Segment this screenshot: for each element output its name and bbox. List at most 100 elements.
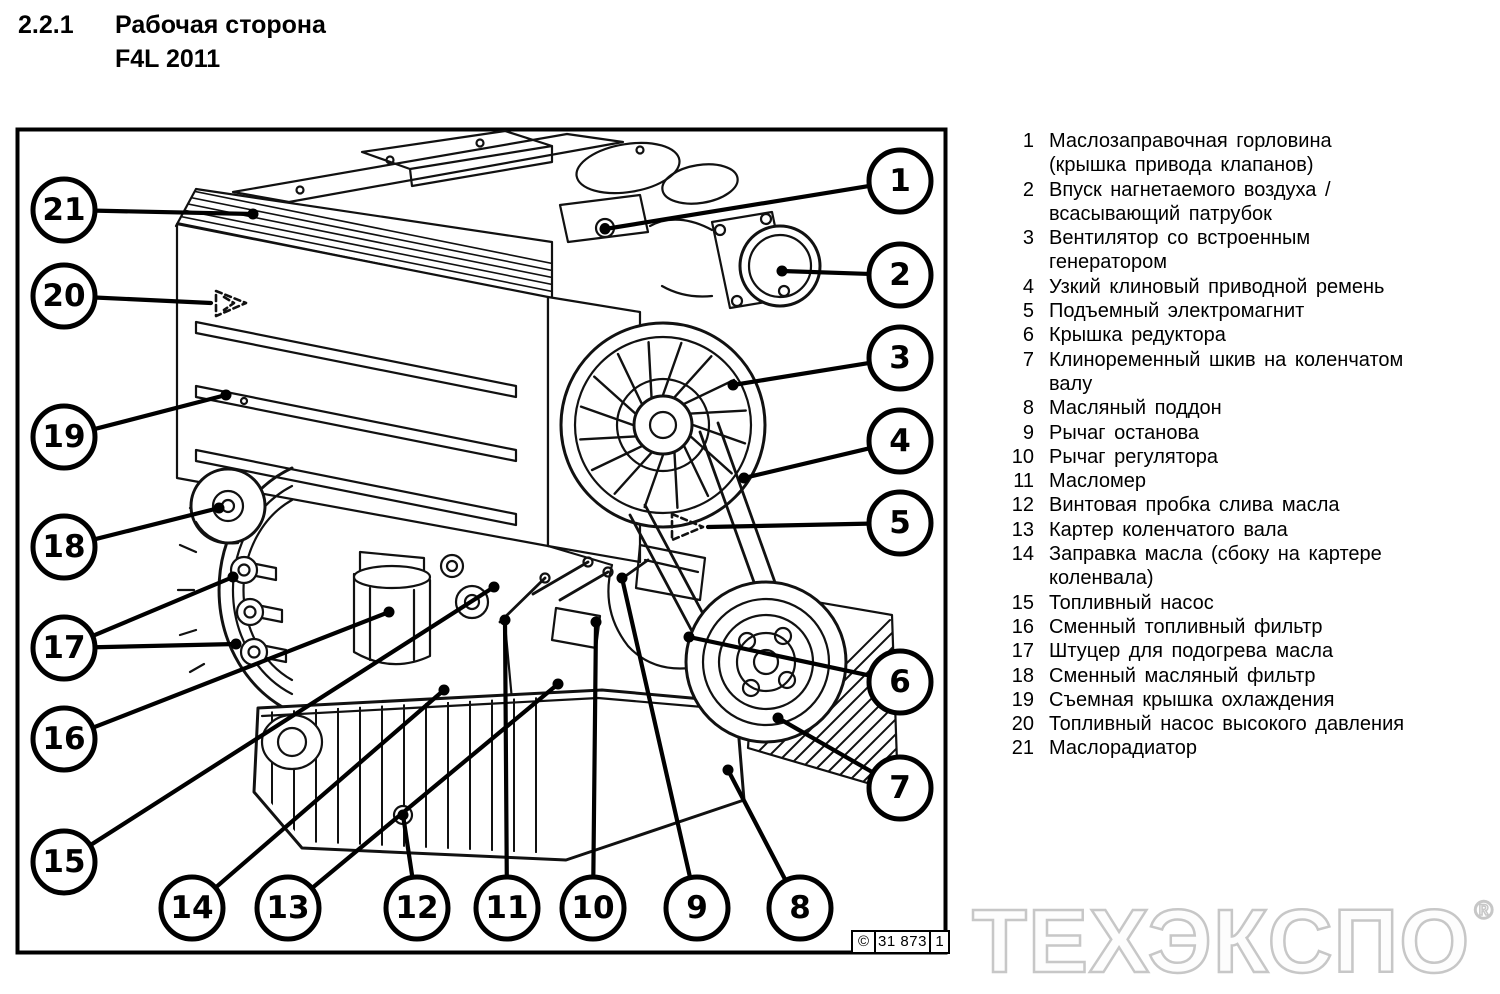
callout-number: 1: [889, 163, 911, 199]
leader-line: [92, 295, 214, 306]
callout-7: 7: [772, 712, 934, 822]
legend-item-label: Подъемный электромагнит: [1049, 300, 1305, 323]
leader-dot: [776, 265, 788, 277]
callout-circle: [30, 513, 98, 581]
leader-line: [90, 609, 392, 730]
leader-line: [92, 208, 256, 217]
legend-item-number: 16: [1011, 615, 1034, 638]
callout-circle: [866, 489, 934, 557]
intake-hose-segment: [575, 141, 681, 195]
leader-line: [309, 681, 561, 891]
fan-blade: [683, 445, 710, 498]
callout-circle: [30, 176, 98, 244]
oil-pan: [252, 688, 746, 862]
leader-line: [591, 619, 599, 880]
callout-1: 1: [599, 147, 934, 235]
bolt: [385, 155, 395, 165]
legend-item-number: 17: [1011, 640, 1034, 663]
oil-filter: [189, 467, 267, 545]
callout-4: 4: [738, 407, 934, 484]
legend-item-label: Узкий клиновый приводной ремень: [1049, 275, 1385, 298]
callout-circle: [663, 874, 731, 942]
flywheel-housing-arc3: [242, 498, 294, 682]
legend-item-number: 11: [1013, 470, 1034, 493]
fan-blade: [579, 405, 635, 427]
leader-line: [90, 574, 236, 639]
legend-item-label: Впуск нагнетаемого воздуха /всасывающий …: [1049, 178, 1331, 225]
drawing-stamp: © 31 873 1: [851, 930, 950, 954]
intake-hose-segment2: [661, 163, 739, 205]
callout-9: 9: [616, 572, 731, 942]
leader-dot: [738, 472, 750, 484]
callout-number: 7: [889, 770, 911, 806]
legend-item-number: 7: [1022, 348, 1034, 371]
callout-circle: [866, 147, 934, 215]
leader-line: [686, 634, 872, 678]
fin-line: [176, 189, 552, 266]
leader-dot: [727, 379, 739, 391]
callout-number: 2: [889, 257, 911, 293]
intake-pipe-bore: [747, 233, 813, 299]
leader-line: [775, 715, 876, 775]
callout-number: 3: [889, 340, 911, 376]
callout-12: 12: [383, 809, 451, 942]
fan-hub: [632, 394, 694, 456]
fan-hub-center: [648, 410, 678, 440]
leader-line: [400, 812, 415, 880]
drawing-number: 31 873: [878, 933, 927, 950]
legend-item-number: 5: [1022, 300, 1034, 323]
housing-lobe-inner: [276, 726, 308, 758]
legend-item-label: Рычаг останова: [1049, 421, 1199, 444]
rotation-arrow-20: [214, 289, 248, 318]
pulley-bolt: [777, 670, 797, 690]
legend-item-label: Картер коленчатого вала: [1049, 518, 1288, 541]
callout-circle: [30, 614, 98, 682]
leader-dot: [220, 389, 232, 401]
pulley-bolt: [741, 678, 761, 698]
leader-line: [619, 575, 693, 880]
leader-dot: [722, 764, 734, 776]
title-block: 2.2.1 Рабочая сторона F4L 2011: [18, 8, 326, 76]
legend-item-number: 15: [1011, 591, 1034, 614]
techexpo-watermark: ТЕХЭКСПО ®: [971, 891, 1494, 994]
leader-dot: [383, 606, 395, 618]
fan-blade: [691, 423, 747, 445]
fan-blade: [579, 435, 637, 441]
leader-dot: [499, 614, 511, 626]
legend-item-label: Сменный масляный фильтр: [1049, 664, 1316, 687]
flange-bolt: [759, 212, 773, 226]
fin-line: [176, 192, 552, 273]
flange-bolt: [713, 223, 727, 237]
callout-21: 21: [30, 176, 259, 244]
fan-ring2: [573, 335, 753, 515]
fan-blade: [689, 435, 733, 475]
callout-number: 9: [686, 890, 708, 926]
fan-blade: [689, 409, 747, 415]
legend-item-label: Маслозаправочная горловина(крышка привод…: [1049, 130, 1332, 177]
callout-circle: [766, 874, 834, 942]
callout-11: 11: [473, 614, 541, 942]
callout-number: 16: [42, 721, 85, 757]
legend-item-label: Масляный поддон: [1049, 397, 1222, 420]
fan-blade: [673, 451, 679, 509]
air-box: [360, 129, 554, 188]
callout-circle: [473, 874, 541, 942]
fan-blade: [673, 355, 713, 399]
housing-ribs: [176, 506, 206, 674]
callout-14: 14: [158, 684, 450, 942]
callout-3: 3: [727, 324, 934, 392]
sheet-number: 1: [929, 932, 948, 952]
leader-line: [502, 617, 509, 880]
callout-number: 10: [571, 890, 614, 926]
callout-20: 20: [30, 262, 214, 330]
section-number: 2.2.1: [18, 11, 74, 39]
leader-line: [730, 360, 872, 388]
